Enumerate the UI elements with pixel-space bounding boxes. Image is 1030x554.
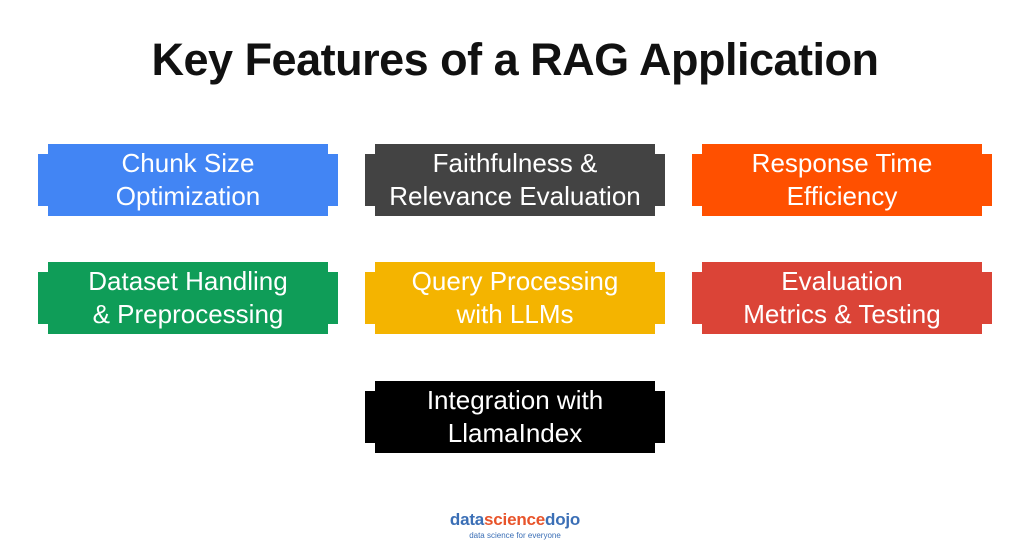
brand-logo: datasciencedojo data science for everyon… [0,510,1030,540]
feature-card-llamaindex: Integration with LlamaIndex [365,381,665,453]
logo-wordmark: datasciencedojo [0,510,1030,530]
feature-card-faithfulness: Faithfulness & Relevance Evaluation [365,144,665,216]
logo-part-data: data [449,510,485,529]
feature-card-evaluation-metrics: Evaluation Metrics & Testing [692,262,992,334]
feature-label: Query Processing with LLMs [411,266,619,329]
feature-card-dataset-handling: Dataset Handling & Preprocessing [38,262,338,334]
logo-tagline: data science for everyone [469,531,561,540]
feature-label: Faithfulness & Relevance Evaluation [389,148,641,211]
feature-label: Chunk Size Optimization [115,148,261,211]
feature-card-response-time: Response Time Efficiency [692,144,992,216]
page-title: Key Features of a RAG Application [151,34,879,85]
logo-part-dojo: dojo [545,510,581,529]
feature-label: Response Time Efficiency [751,148,933,211]
feature-label: Dataset Handling & Preprocessing [88,266,288,329]
feature-label: Integration with LlamaIndex [426,385,604,448]
feature-card-chunk-size: Chunk Size Optimization [38,144,338,216]
logo-part-science: science [484,510,546,529]
feature-card-query-processing: Query Processing with LLMs [365,262,665,334]
feature-label: Evaluation Metrics & Testing [743,266,941,329]
